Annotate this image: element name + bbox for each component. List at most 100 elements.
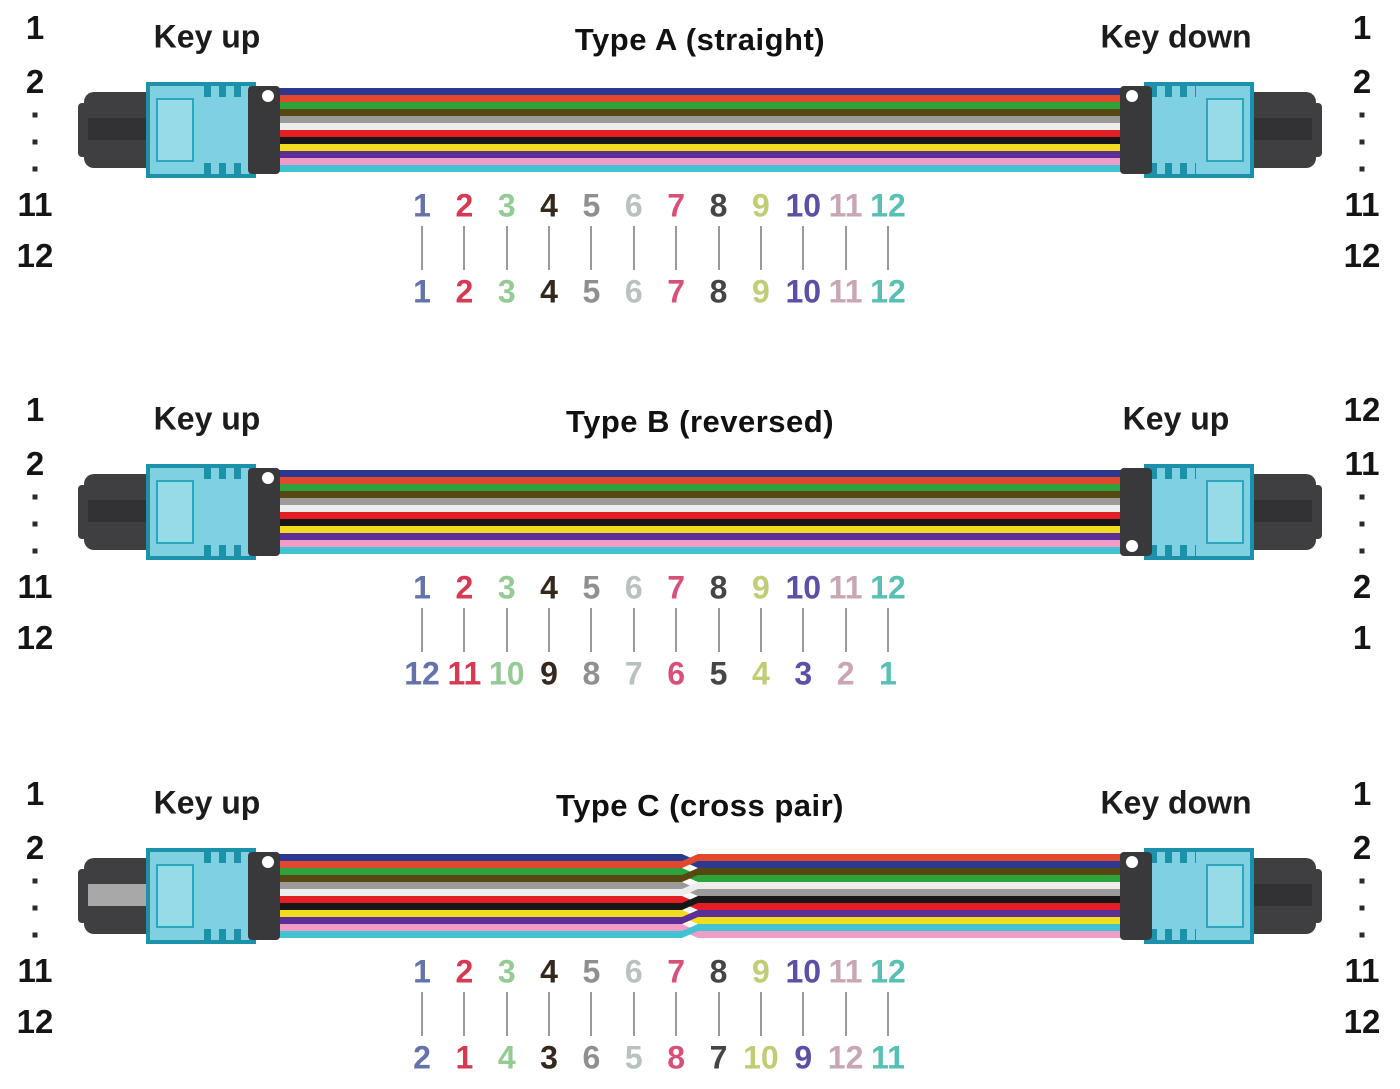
connector-boot	[1244, 474, 1316, 550]
pin-number: 2	[25, 63, 45, 100]
fiber-bottom-number: 8	[667, 1039, 686, 1076]
fiber-map-line	[717, 608, 720, 652]
pin-number: 2	[25, 445, 45, 482]
fiber-bottom-number: 8	[709, 273, 728, 310]
guide-pin-hole	[1126, 540, 1138, 552]
fiber-stripe	[278, 519, 1122, 526]
fiber-map-line	[463, 992, 466, 1036]
fiber-stripe	[278, 540, 1122, 547]
connector-collar	[248, 86, 280, 174]
boot-band	[1248, 884, 1312, 906]
ridge-row	[204, 545, 250, 556]
fiber-top-number: 9	[751, 569, 770, 606]
ridge-row	[204, 163, 250, 174]
fiber-top-number: 9	[751, 187, 770, 224]
fiber-top-number: 6	[624, 187, 643, 224]
key-label-right: Key up	[1122, 400, 1230, 437]
connector-collar	[248, 852, 280, 940]
guide-pin-hole	[1126, 856, 1138, 868]
fiber-stripe	[278, 123, 1122, 130]
section-title: Type C (cross pair)	[555, 788, 845, 823]
fiber-top-number: 11	[828, 953, 863, 990]
fiber-top-number: 7	[667, 953, 686, 990]
fiber-stripe	[278, 505, 1122, 512]
fiber-bottom-number: 9	[751, 273, 770, 310]
pin-number: 2	[1352, 63, 1372, 100]
fiber-top-number: 5	[582, 187, 601, 224]
fiber-map-line	[505, 226, 508, 270]
pin-number: 1	[1352, 775, 1372, 812]
fiber-map-line	[632, 226, 635, 270]
fiber-top-number: 9	[751, 953, 770, 990]
pin-number: 11	[1344, 445, 1380, 482]
fiber-top-number: 2	[455, 953, 474, 990]
ridge-row	[204, 86, 250, 97]
fiber-stripe	[278, 547, 1122, 554]
section-title: Type A (straight)	[574, 22, 826, 57]
fiber-top-number: 10	[785, 187, 822, 224]
fiber-stripe	[278, 498, 1122, 505]
fiber-stripe	[278, 165, 1122, 172]
fiber-map-line	[844, 608, 847, 652]
fiber-stripe	[278, 882, 1122, 896]
fiber-bottom-number: 10	[785, 273, 822, 310]
fiber-stripe	[278, 137, 1122, 144]
ellipsis-dot	[32, 112, 38, 118]
fiber-bottom-number: 11	[828, 273, 863, 310]
fiber-bottom-number: 1	[455, 1039, 474, 1076]
fiber-map-line	[886, 992, 889, 1036]
fiber-map-line	[886, 226, 889, 270]
connector-collar	[1120, 86, 1152, 174]
fiber-top-number: 3	[497, 569, 516, 606]
fiber-map-line	[632, 608, 635, 652]
connector-body	[1144, 848, 1254, 944]
ellipsis-dot	[32, 905, 38, 911]
fiber-top-number: 6	[624, 569, 643, 606]
boot-band	[88, 118, 152, 140]
fiber-stripe	[278, 868, 1122, 882]
fiber-stripe	[278, 512, 1122, 519]
fiber-top-number: 1	[413, 569, 431, 606]
fiber-stripe	[278, 130, 1122, 137]
key-label-right: Key down	[1100, 18, 1252, 55]
fiber-top-number: 2	[455, 187, 474, 224]
pin-number: 1	[25, 391, 45, 428]
fiber-stripe	[278, 484, 1122, 491]
fiber-stripe	[278, 896, 1122, 910]
fiber-top-number: 3	[497, 953, 516, 990]
pin-number: 2	[25, 829, 45, 866]
fiber-top-number: 2	[455, 569, 474, 606]
fiber-stripe	[278, 470, 1122, 477]
fiber-top-number: 11	[828, 569, 863, 606]
fiber-stripe	[278, 533, 1122, 540]
fiber-top-number: 6	[624, 953, 643, 990]
fiber-top-number: 7	[667, 569, 686, 606]
ellipsis-dot	[1359, 878, 1365, 884]
fiber-stripe	[278, 477, 1122, 484]
connector-collar	[1120, 468, 1152, 556]
fiber-bottom-number: 7	[624, 655, 643, 692]
key-label-left: Key up	[153, 18, 261, 55]
fiber-bottom-number: 4	[751, 655, 770, 692]
boot-band	[1248, 500, 1312, 522]
fiber-map-line	[632, 992, 635, 1036]
ridge-row	[1150, 86, 1196, 97]
connector-boot	[1244, 858, 1316, 934]
fiber-map-line	[675, 226, 678, 270]
pin-number: 11	[17, 952, 53, 989]
ellipsis-dot	[1359, 521, 1365, 527]
fiber-ribbon	[278, 470, 1122, 554]
pin-number: 12	[1343, 1003, 1381, 1040]
fiber-bottom-number: 9	[540, 655, 558, 692]
fiber-bottom-number: 10	[743, 1039, 779, 1076]
connector-boot	[84, 92, 156, 168]
pin-number: 11	[17, 186, 53, 223]
fiber-bottom-number: 9	[794, 1039, 813, 1076]
pin-number: 11	[17, 568, 53, 605]
fiber-top-number: 5	[582, 569, 601, 606]
ferrule-window	[1206, 480, 1244, 544]
ellipsis-dot	[32, 878, 38, 884]
fiber-map-line	[590, 992, 593, 1036]
fiber-bottom-number: 12	[404, 655, 440, 692]
